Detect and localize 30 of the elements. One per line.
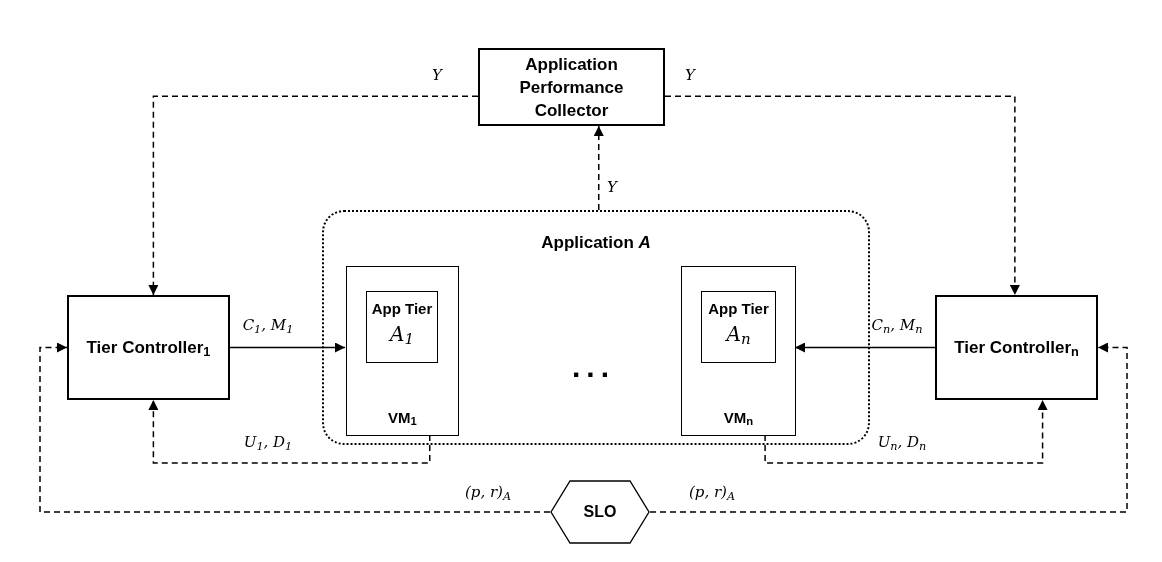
arrow bbox=[764, 399, 1048, 464]
arrow bbox=[794, 342, 936, 353]
arrow bbox=[148, 399, 431, 464]
vm-box bbox=[681, 266, 796, 436]
node-label: Tier Controller$_{n}$ bbox=[954, 337, 1079, 359]
node-label: A$_{1}$ bbox=[390, 320, 414, 347]
process-box bbox=[67, 295, 230, 400]
vm-box bbox=[346, 266, 459, 436]
process-box bbox=[478, 48, 665, 126]
arrow bbox=[593, 125, 604, 211]
tier-box bbox=[701, 291, 776, 363]
ellipsis: ... bbox=[572, 352, 615, 382]
arrow bbox=[148, 95, 479, 296]
node-label: Tier Controller$_{1}$ bbox=[86, 337, 211, 359]
node-label: VM$_{1}$ bbox=[388, 407, 417, 429]
process-box bbox=[935, 295, 1098, 400]
node-label: App Tier bbox=[708, 299, 769, 319]
application-group bbox=[322, 210, 870, 445]
node-label: Application A bbox=[541, 232, 651, 254]
node-label: Application Performance Collector bbox=[518, 53, 625, 122]
hexagon bbox=[550, 480, 650, 544]
arrow bbox=[39, 342, 551, 513]
arrow bbox=[229, 342, 346, 353]
node-label: A$_{n}$ bbox=[726, 320, 751, 347]
node-label: VM$_{n}$ bbox=[723, 407, 754, 429]
tier-box bbox=[366, 291, 438, 363]
arrow bbox=[649, 342, 1128, 513]
arrow bbox=[664, 95, 1020, 296]
node-label: SLO bbox=[583, 502, 617, 522]
node-label: App Tier bbox=[371, 299, 433, 319]
